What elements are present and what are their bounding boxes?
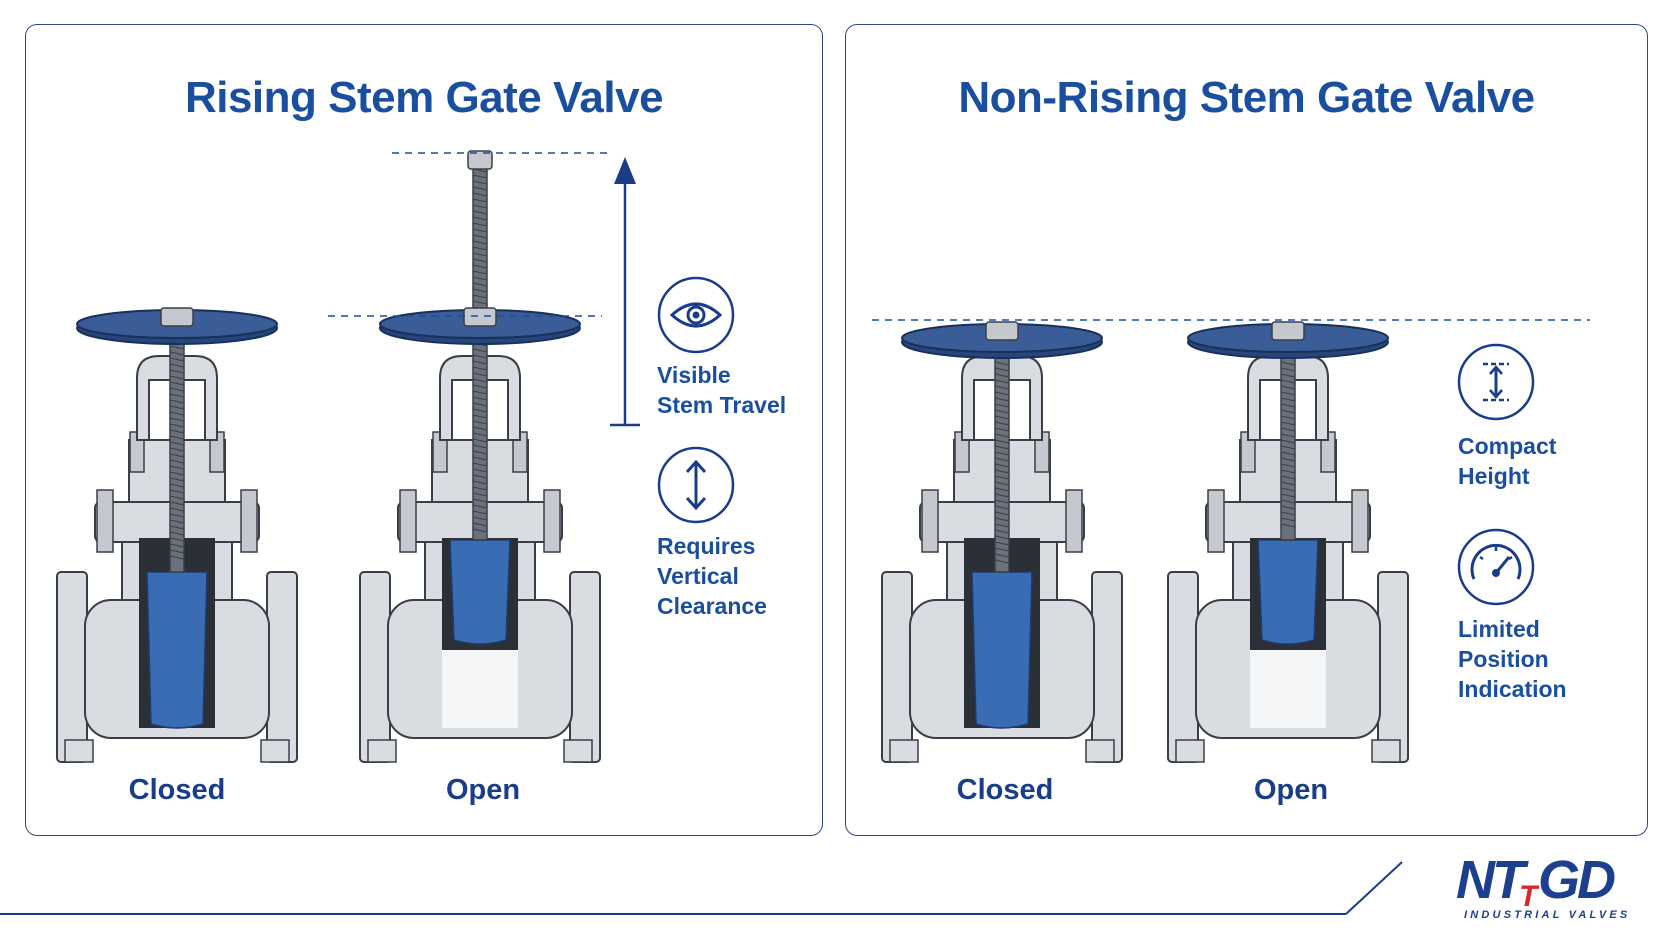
rising-open-label: Open — [445, 774, 521, 806]
non-rising-closed-label: Closed — [956, 774, 1054, 806]
svg-text:NT: NT — [1456, 850, 1529, 910]
limited-position-indication-label: Limited Position Indication — [1458, 616, 1567, 702]
vertical-arrows-icon — [657, 446, 735, 524]
rising-stem-title: Rising Stem Gate Valve — [184, 73, 664, 122]
compact-height-label: Compact Height — [1458, 433, 1557, 489]
svg-text:GD: GD — [1538, 850, 1615, 910]
non-rising-closed-valve — [881, 321, 1123, 763]
non-rising-open-valve — [1167, 321, 1409, 763]
non-rising-stem-title: Non-Rising Stem Gate Valve — [958, 73, 1535, 122]
compact-height-icon — [1457, 343, 1535, 421]
rising-closed-label: Closed — [128, 774, 226, 806]
gauge-icon — [1457, 528, 1535, 606]
rising-closed-valve — [56, 307, 298, 763]
requires-vertical-clearance-label: Requires Vertical Clearance — [657, 533, 767, 619]
non-rising-open-label: Open — [1253, 774, 1329, 806]
svg-text:T: T — [1519, 880, 1540, 913]
footer-divider — [0, 861, 1403, 915]
visible-stem-travel-label: Visible Stem Travel — [657, 362, 787, 418]
gate-wedge — [449, 539, 511, 645]
ntgd-logo: NT T GD INDUSTRIAL VALVES — [1456, 850, 1630, 921]
rising-open-valve — [359, 150, 601, 763]
gate-wedge — [146, 571, 208, 729]
gate-wedge — [971, 571, 1033, 729]
stem-travel-arrow — [610, 157, 640, 427]
eye-icon — [657, 276, 735, 354]
gate-wedge — [1257, 539, 1319, 645]
logo-tagline: INDUSTRIAL VALVES — [1464, 909, 1630, 921]
